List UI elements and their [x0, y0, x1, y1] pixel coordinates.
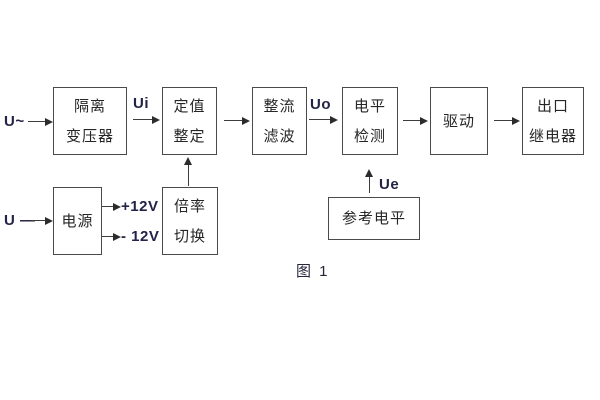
block-driver: 驱动 — [430, 87, 488, 155]
label-dc-input: U — — [4, 212, 36, 229]
label-ac-input: U~ — [4, 113, 25, 130]
block-text-line: 滤波 — [263, 127, 296, 145]
label-minus-12v: - 12V — [121, 228, 160, 245]
arrow-uo-rectifier-filter-to-level-detection — [309, 115, 338, 124]
arrow-setpoint-setting-to-rectifier-filter — [224, 116, 250, 125]
block-text-line: 参考电平 — [341, 210, 406, 227]
arrow-power-supply-minus-12v — [102, 232, 121, 241]
label-uo: Uo — [310, 96, 331, 113]
block-text-line: 出口 — [536, 97, 569, 115]
block-text-line: 整流 — [263, 97, 296, 115]
block-isolation-transformer: 隔离 变压器 — [53, 87, 127, 155]
block-text-line: 电源 — [61, 212, 94, 230]
arrow-dc-input-to-power-supply — [31, 216, 53, 225]
figure-caption: 图 1 — [296, 263, 330, 280]
arrow-ratio-switching-to-setpoint-setting — [184, 157, 193, 186]
arrow-driver-to-output-relay — [494, 116, 520, 125]
block-ratio-switching: 倍率 切换 — [162, 187, 218, 255]
label-plus-12v: +12V — [121, 198, 159, 215]
block-text-line: 驱动 — [442, 112, 475, 130]
block-text-line: 隔离 — [73, 97, 106, 115]
block-text-line: 定值 — [173, 97, 206, 115]
arrow-power-supply-plus-12v — [102, 202, 121, 211]
label-ui: Ui — [133, 95, 149, 112]
block-output-relay: 出口 继电器 — [522, 87, 584, 155]
block-power-supply: 电源 — [53, 187, 102, 255]
arrow-ac-input-to-isolation-transformer — [28, 117, 53, 126]
block-text-line: 整定 — [173, 127, 206, 145]
arrow-ue-reference-level-to-level-detection — [365, 169, 374, 193]
arrow-ui-isolation-transformer-to-setpoint-setting — [133, 115, 160, 124]
arrow-level-detection-to-driver — [403, 116, 428, 125]
block-level-detection: 电平 检测 — [342, 87, 398, 155]
block-text-line: 变压器 — [65, 127, 114, 145]
block-text-line: 电平 — [353, 97, 386, 115]
block-setpoint-setting: 定值 整定 — [162, 87, 217, 155]
block-text-line: 倍率 — [173, 197, 206, 215]
block-reference-level: 参考电平 — [328, 197, 420, 240]
block-rectifier-filter: 整流 滤波 — [252, 87, 307, 155]
block-text-line: 继电器 — [528, 127, 577, 145]
block-text-line: 检测 — [353, 127, 386, 145]
label-ue: Ue — [379, 176, 400, 193]
block-text-line: 切换 — [173, 227, 206, 245]
